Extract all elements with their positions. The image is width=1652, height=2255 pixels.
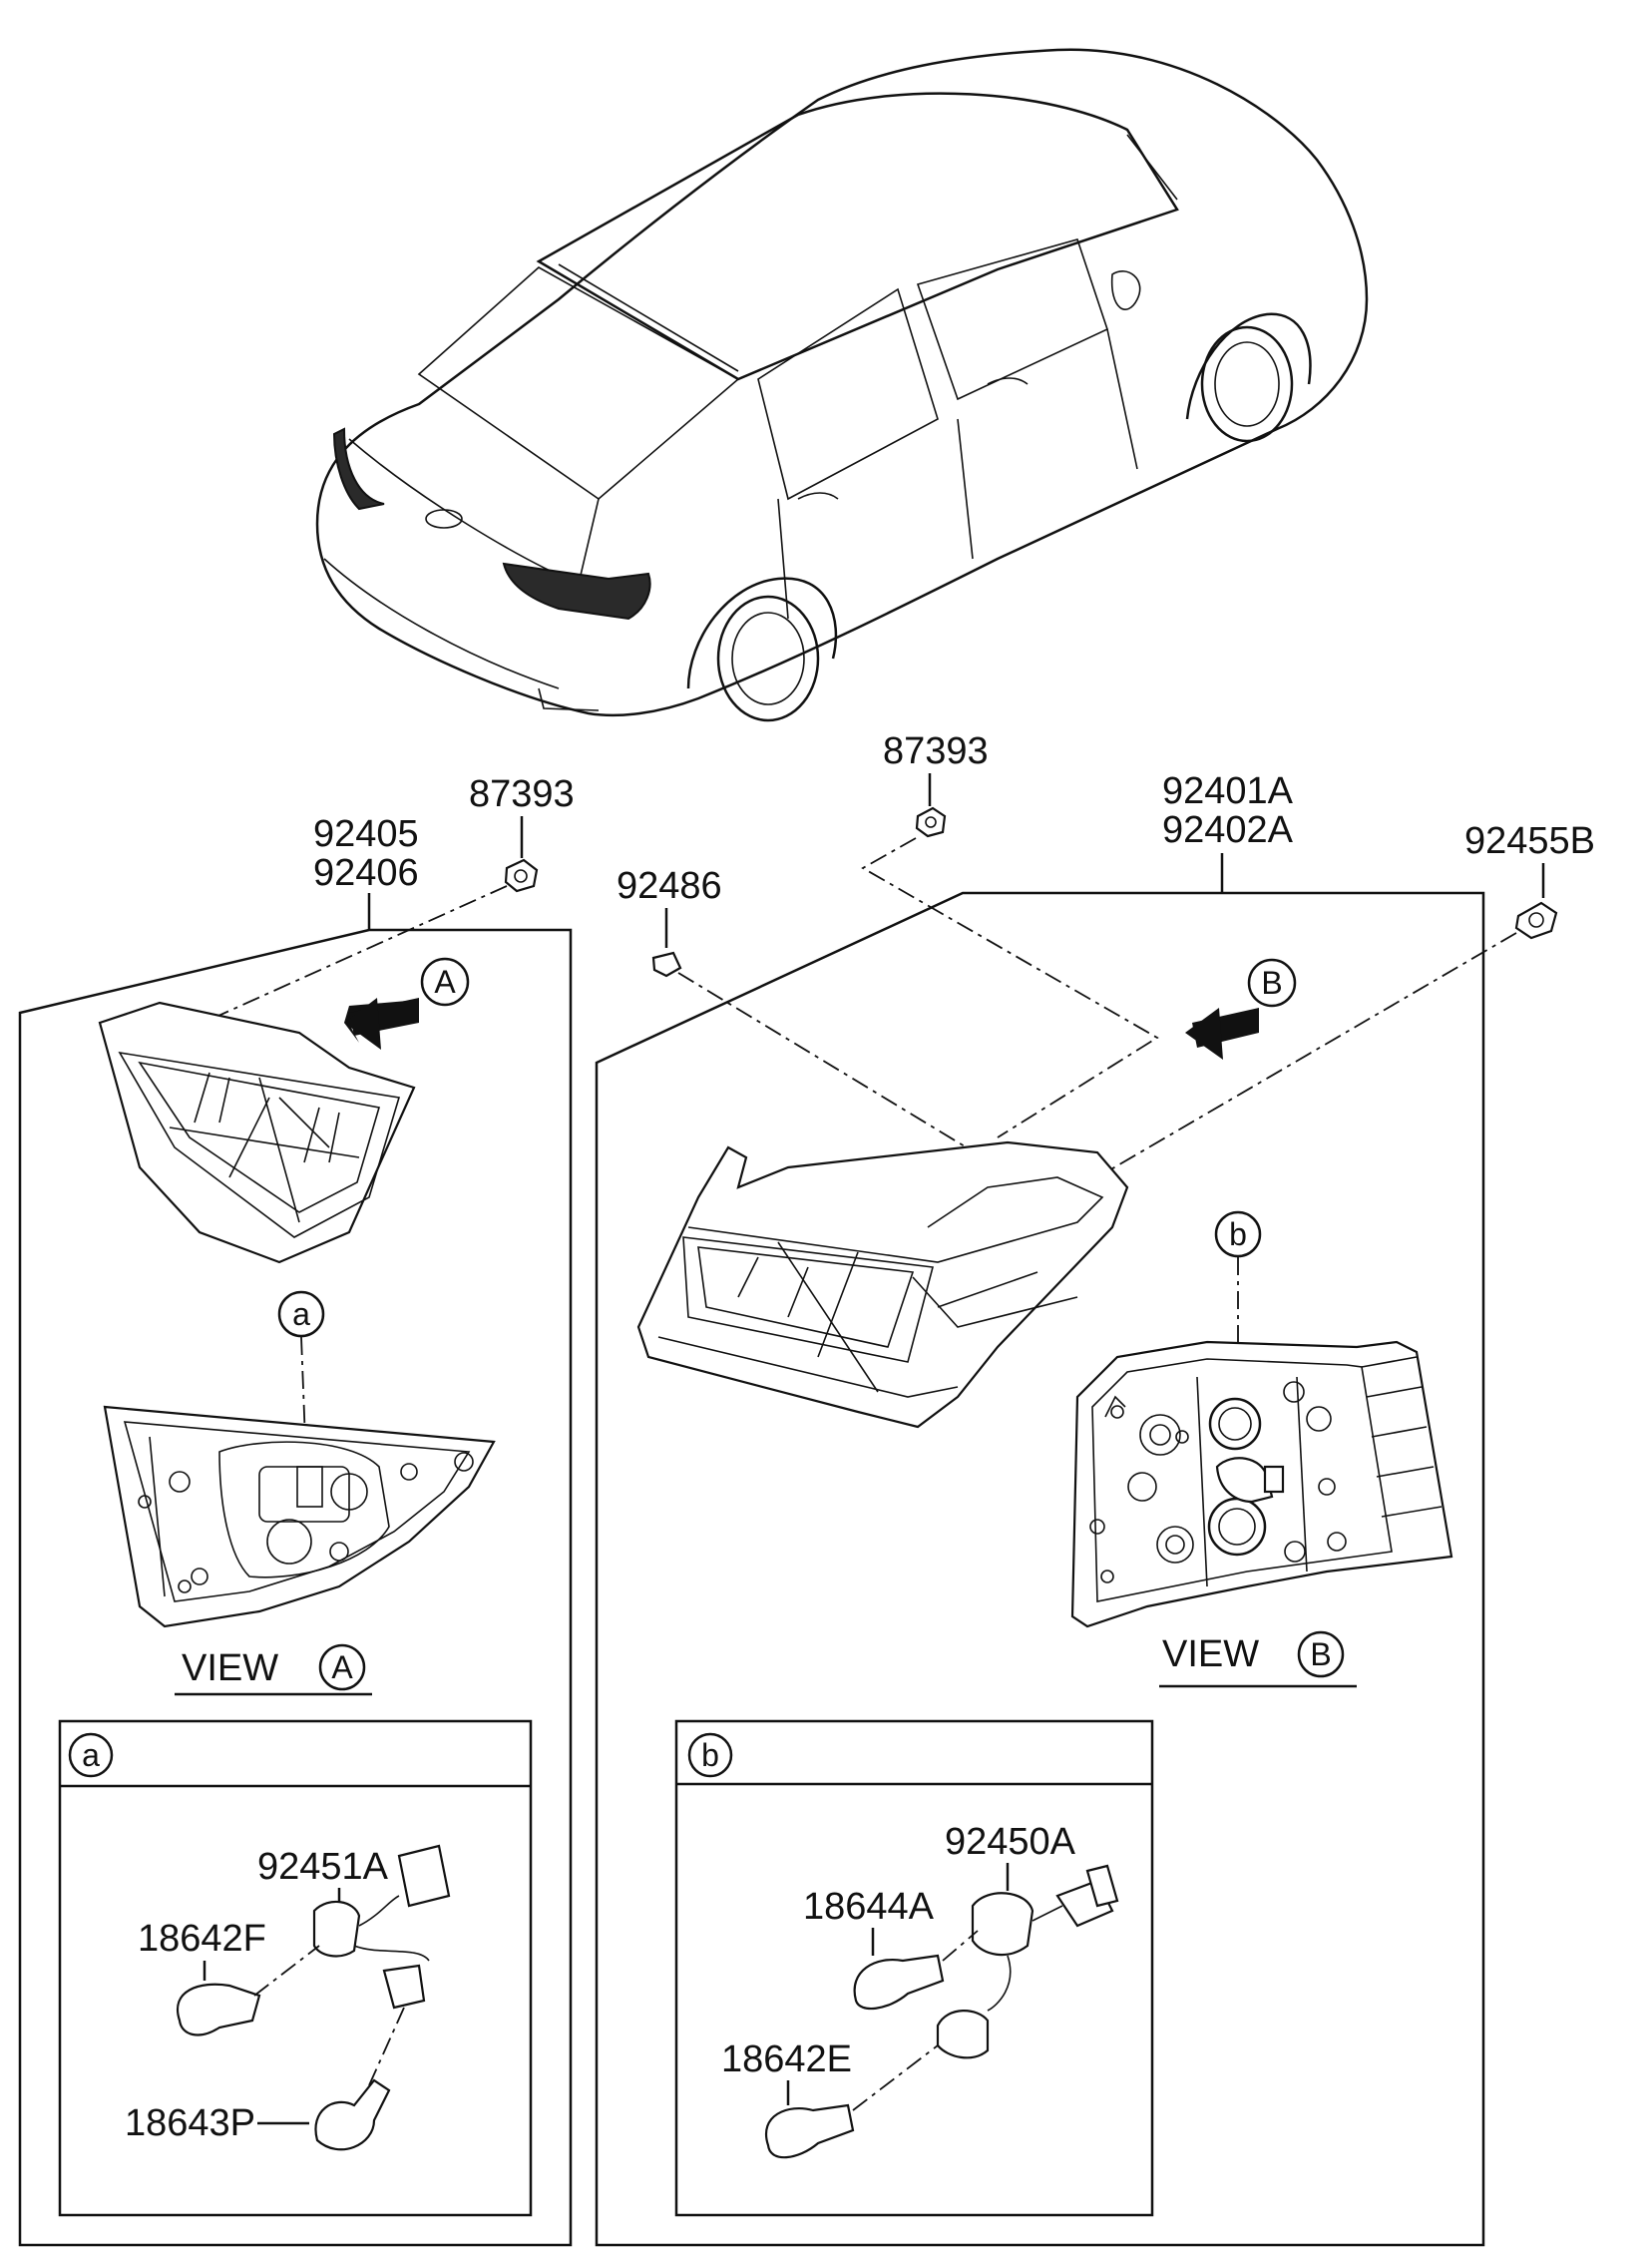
callout-circle-a-inner bbox=[277, 1290, 325, 1338]
right-outer-lamp-group: 92401A 92402A 87393 92486 92455B bbox=[595, 730, 1595, 2247]
label-92455B: 92455B bbox=[1464, 820, 1595, 862]
callout-circle-b-arrow bbox=[1247, 958, 1297, 1008]
bulb-18644A bbox=[853, 1954, 945, 2011]
label-18642F: 18642F bbox=[138, 1918, 266, 1960]
view-arrow-b bbox=[1185, 1008, 1259, 1060]
label-92402A: 92402A bbox=[1162, 809, 1294, 851]
detail-b-label: b bbox=[701, 1737, 719, 1773]
label-92451A: 92451A bbox=[257, 1846, 389, 1888]
bulb-18642E bbox=[765, 2103, 855, 2159]
label-87393-left: 87393 bbox=[469, 773, 575, 815]
label-18644A: 18644A bbox=[803, 1886, 935, 1928]
bolt-92455B bbox=[1514, 901, 1558, 940]
view-a-letter: A bbox=[331, 1649, 353, 1685]
label-92406: 92406 bbox=[313, 852, 419, 894]
callout-a-arrow: A bbox=[434, 964, 456, 1000]
outer-lamp-rear-view bbox=[1070, 1340, 1453, 1628]
view-b-circle bbox=[1297, 1630, 1345, 1678]
view-b-letter: B bbox=[1310, 1636, 1331, 1672]
label-18642E: 18642E bbox=[721, 2038, 852, 2080]
view-a-text: VIEW bbox=[182, 1647, 278, 1689]
socket-92450A bbox=[936, 1864, 1119, 2059]
label-92486: 92486 bbox=[617, 865, 722, 907]
bulb-18642F bbox=[177, 1983, 261, 2036]
callout-circle-a-arrow bbox=[420, 957, 470, 1007]
outer-lamp-front bbox=[636, 1140, 1129, 1429]
nut-87393-right bbox=[915, 806, 947, 838]
detail-box-a: a bbox=[58, 1719, 533, 2217]
clip-92486 bbox=[651, 951, 682, 978]
callout-a-inner: a bbox=[292, 1296, 310, 1332]
label-92450A: 92450A bbox=[945, 1821, 1076, 1863]
callout-circle-b-inner bbox=[1214, 1210, 1262, 1258]
view-a-circle bbox=[318, 1643, 366, 1691]
nut-87393-left bbox=[504, 858, 539, 893]
detail-box-b: b bbox=[674, 1719, 1154, 2217]
label-87393-right: 87393 bbox=[883, 730, 989, 772]
detail-a-label: a bbox=[82, 1737, 100, 1773]
label-18643P: 18643P bbox=[125, 2102, 255, 2144]
callout-b-arrow: B bbox=[1261, 965, 1282, 1001]
label-92405: 92405 bbox=[313, 813, 419, 855]
inner-lamp-rear-view bbox=[103, 1405, 496, 1628]
view-b-text: VIEW bbox=[1162, 1633, 1259, 1675]
left-inner-lamp-group: 92405 92406 87393 A bbox=[18, 773, 575, 2247]
bulb-18643P bbox=[314, 2078, 391, 2151]
socket-92451A bbox=[312, 1844, 451, 2010]
view-arrow-a bbox=[344, 998, 419, 1050]
callout-b-inner: b bbox=[1229, 1216, 1247, 1252]
car-illustration bbox=[315, 48, 1369, 722]
inner-lamp-front bbox=[98, 1001, 416, 1264]
label-92401A: 92401A bbox=[1162, 770, 1294, 812]
